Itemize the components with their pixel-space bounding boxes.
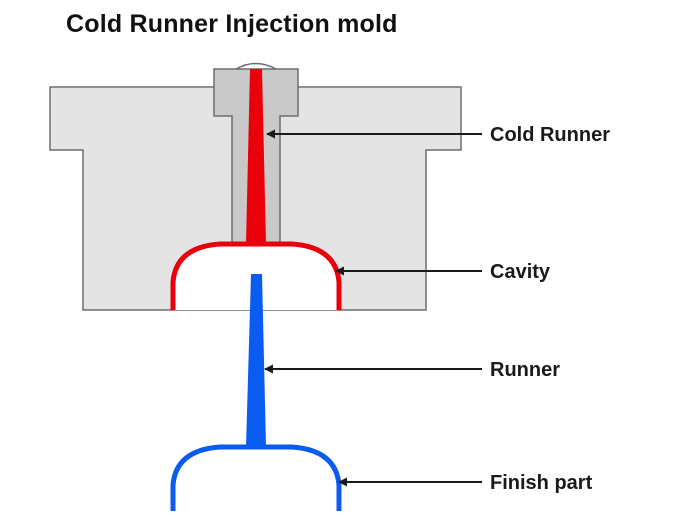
label-runner: Runner: [490, 359, 560, 381]
label-finish-part: Finish part: [490, 472, 593, 494]
label-cold-runner: Cold Runner: [490, 124, 610, 146]
label-cavity: Cavity: [490, 261, 551, 283]
diagram-title: Cold Runner Injection mold: [66, 10, 398, 38]
finish-part-outline: [170, 444, 342, 511]
runner-part: [246, 274, 266, 447]
cold-runner-sprue: [246, 69, 266, 244]
nozzle-seat: [235, 62, 277, 70]
